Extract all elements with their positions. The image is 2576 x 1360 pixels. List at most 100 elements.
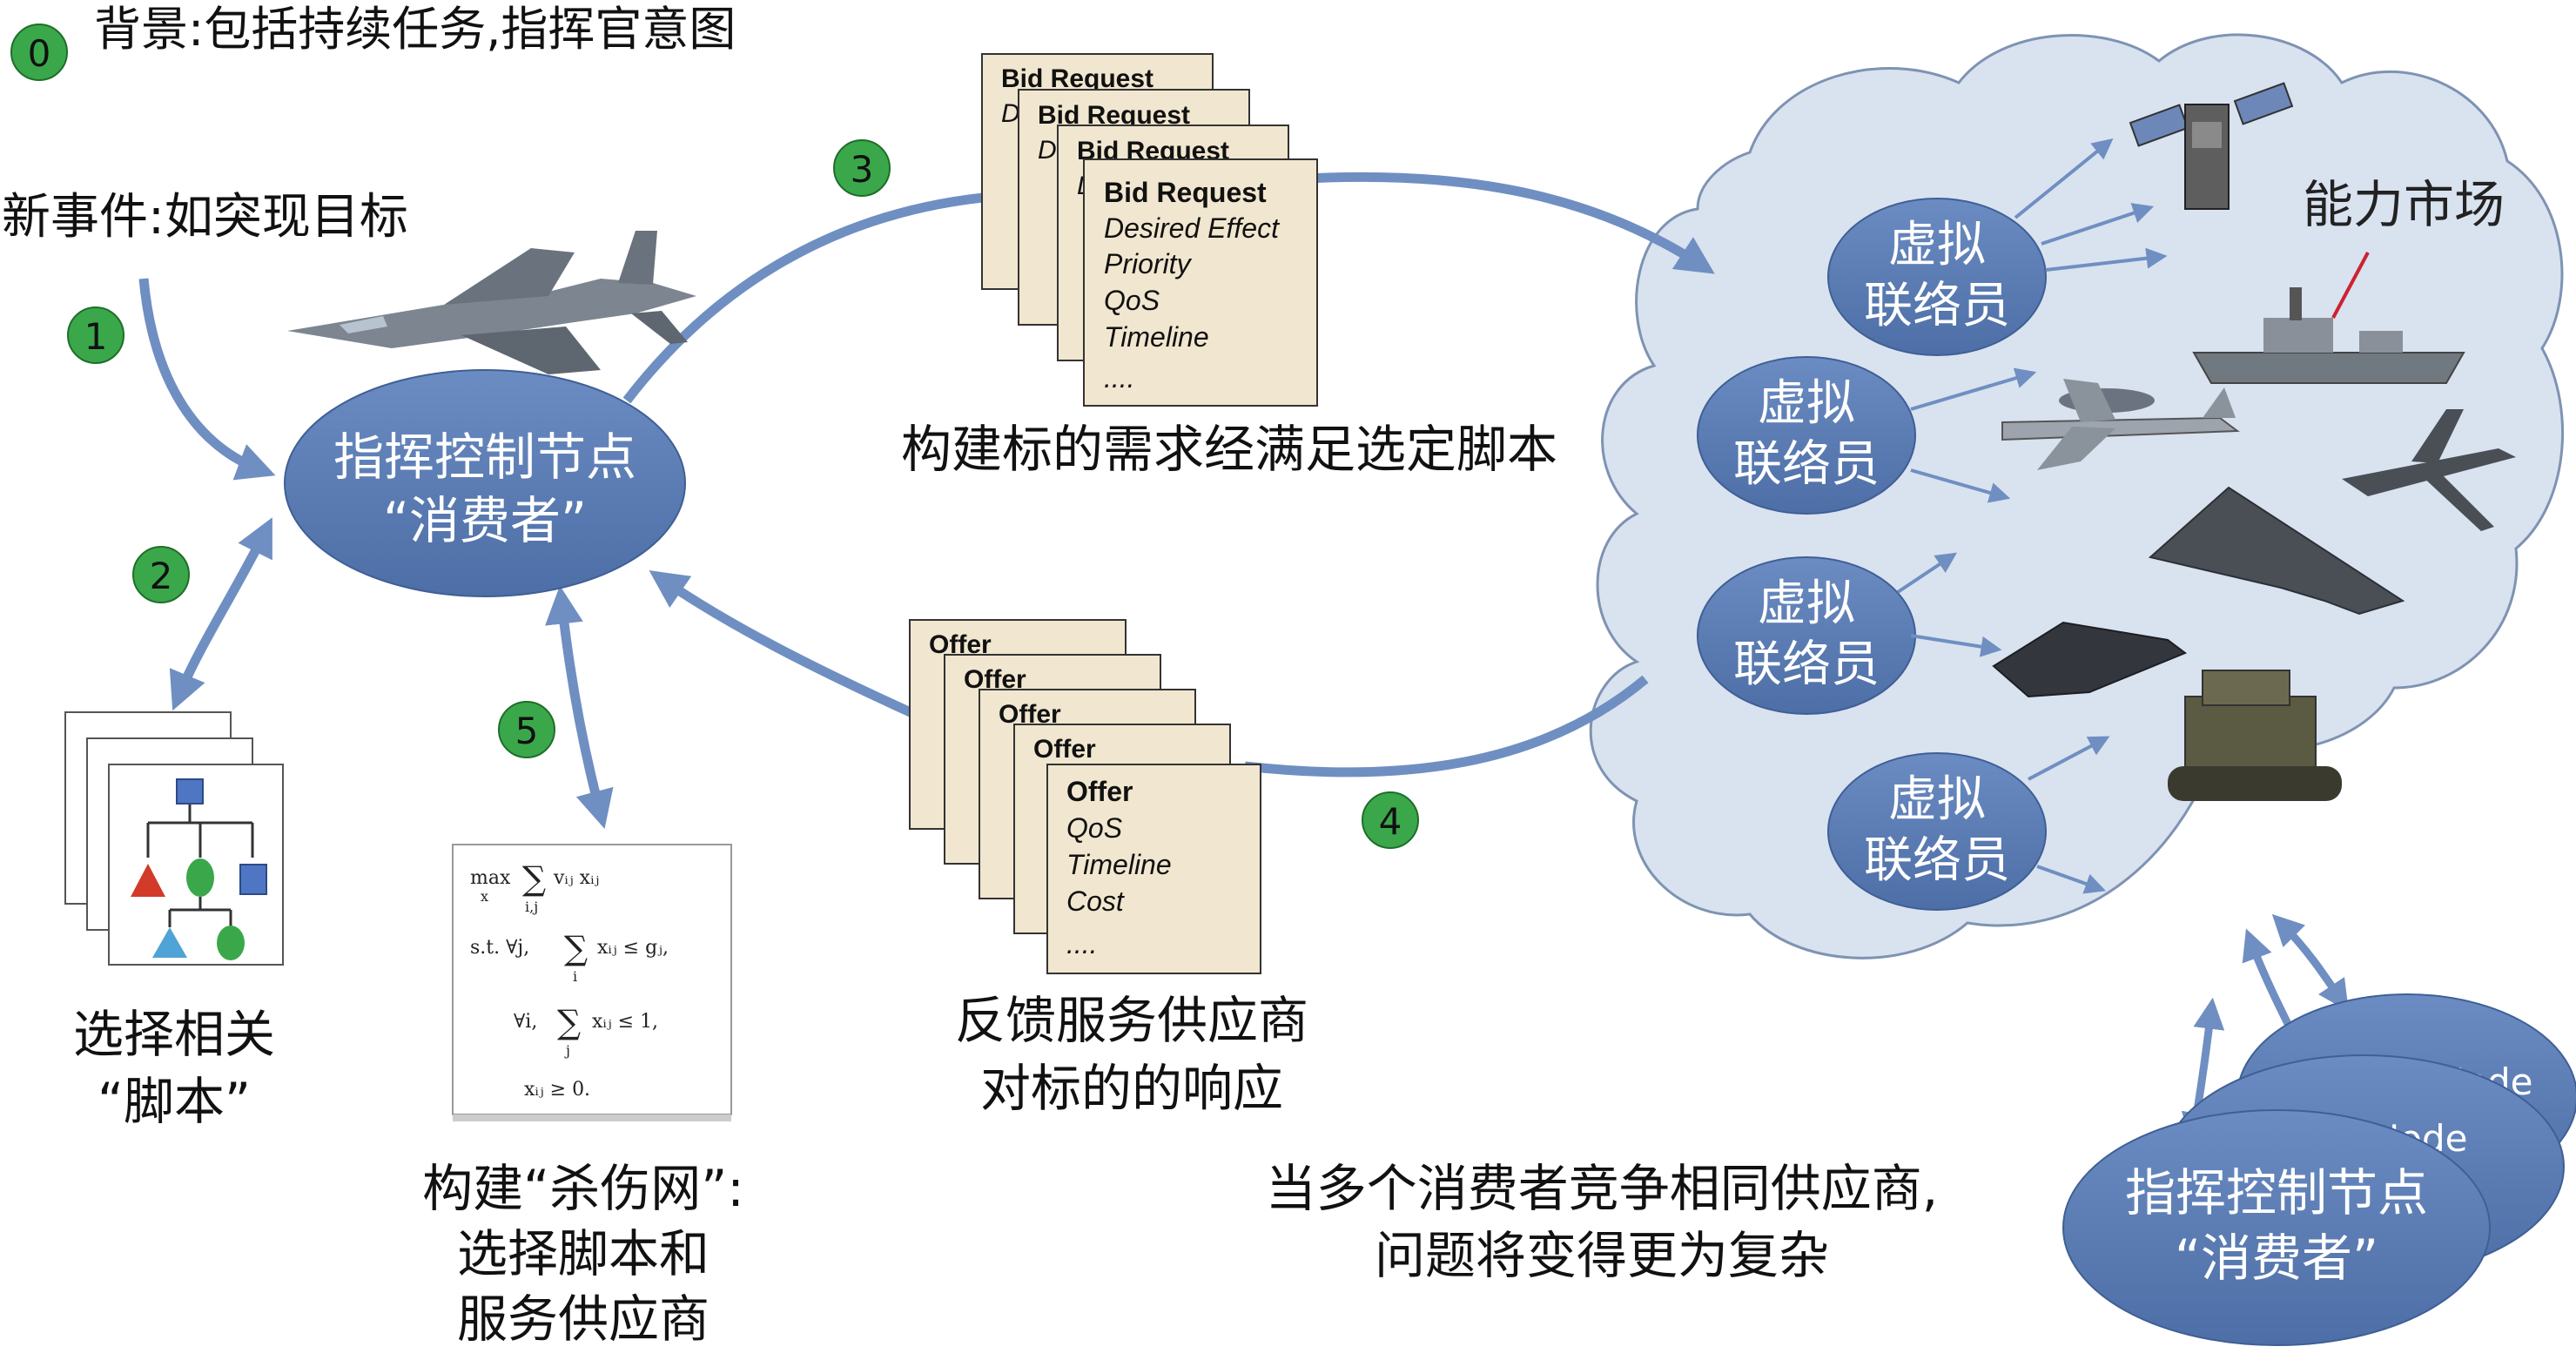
circle-green-icon <box>186 858 214 897</box>
offer-card-title: Offer <box>1066 776 1133 807</box>
arrow-step-5 <box>545 585 614 830</box>
multi-consumer-note-line1: 当多个消费者竞争相同供应商, <box>1266 1159 1938 1218</box>
bid-card-item-priority: Priority <box>1104 248 1193 279</box>
new-event-label: 新事件:如突现目标 <box>2 189 408 246</box>
broker-4-line1: 虚拟 <box>1888 771 1986 828</box>
step-badge-0 <box>10 24 68 81</box>
offer-card-item-timeline: Timeline <box>1066 849 1172 880</box>
step-badge-3: 3 <box>833 139 891 197</box>
math-row1-op: max <box>470 867 511 889</box>
arrow-step-4 <box>1244 675 1649 778</box>
select-scripts-line1: 选择相关 <box>73 1005 275 1064</box>
arrow-step-2 <box>169 517 272 711</box>
virtual-broker-4[interactable]: 虚拟 联络员 <box>1827 752 2047 911</box>
broker-links <box>1896 138 2168 894</box>
math-row2-term: xᵢⱼ ≤ gⱼ, <box>597 937 669 959</box>
c2-consumer-node[interactable]: 指挥控制节点 “消费者” <box>284 369 686 597</box>
arrow-step-1 <box>138 278 276 481</box>
fighter-jet-icon <box>287 231 696 374</box>
broker-1-line2: 联络员 <box>1864 278 2010 334</box>
offer-card-item-more: .... <box>1066 928 1098 959</box>
bid-card-item-more: .... <box>1104 362 1135 394</box>
satellite-icon <box>2129 82 2294 210</box>
optimization-formula-card: max x ∑ i,j vᵢⱼ xᵢⱼ s.t. ∀j, ∑ i xᵢⱼ ≤ g… <box>452 844 732 1121</box>
math-row1-sumsub: i,j <box>525 899 538 915</box>
script-tree-card <box>108 764 284 966</box>
select-scripts-line2: “脚本” <box>98 1072 251 1131</box>
math-row3-sum: ∑ <box>557 1003 581 1041</box>
broker-2-line1: 虚拟 <box>1758 375 1855 432</box>
offer-caption-line1: 反馈服务供应商 <box>955 991 1308 1050</box>
step-badge-0-label: 0 <box>28 32 51 75</box>
c2-consumer-2-line2: “消费者” <box>2175 1229 2378 1288</box>
triangle-red-icon <box>131 864 165 897</box>
background-label: 背景:包括持续任务,指挥官意图 <box>94 2 736 57</box>
math-row3-term: xᵢⱼ ≤ 1, <box>592 1011 658 1033</box>
math-row2-prefix: s.t. ∀j, <box>470 937 529 959</box>
step-badge-5: 5 <box>498 701 555 758</box>
math-row2-sum: ∑ <box>564 929 588 967</box>
awacs-aircraft-icon <box>2001 379 2240 470</box>
script-cards <box>64 711 284 966</box>
kill-web-line1: 构建“杀伤网”: <box>422 1159 744 1218</box>
step-badge-1-label: 1 <box>84 315 108 358</box>
math-row1-sum: ∑ <box>522 859 546 898</box>
offer-card-item-qos: QoS <box>1066 812 1122 844</box>
virtual-broker-2[interactable]: 虚拟 联络员 <box>1697 356 1916 515</box>
triangle-blue-icon <box>152 927 187 958</box>
virtual-broker-3[interactable]: 虚拟 联络员 <box>1697 556 1916 715</box>
broker-3-line1: 虚拟 <box>1758 576 1855 632</box>
broker-4-line2: 联络员 <box>1864 832 2010 889</box>
broker-3-line2: 联络员 <box>1733 636 1880 693</box>
kill-web-line3: 服务供应商 <box>457 1289 710 1349</box>
offer-card-item-cost: Cost <box>1066 885 1125 917</box>
multi-consumer-note-line2: 问题将变得更为复杂 <box>1375 1226 1829 1285</box>
broker-2-line2: 联络员 <box>1733 436 1880 493</box>
step-badge-3-label: 3 <box>851 148 874 191</box>
bid-card-item-timeline: Timeline <box>1104 321 1209 353</box>
circle-green-icon-2 <box>217 926 245 960</box>
bid-card-back3-title: Bid Request <box>1001 64 1153 93</box>
bid-request-stack: Bid Request Desired Effect Bid Request D… <box>981 53 1318 407</box>
arrow-step-3-right <box>1305 172 1715 274</box>
bid-caption: 构建标的需求经满足选定脚本 <box>901 420 1557 479</box>
bid-request-card-front: Bid Request Desired Effect Priority QoS … <box>1083 158 1318 407</box>
drone-icon <box>2342 409 2516 531</box>
c2-consumer-line1: 指挥控制节点 <box>333 428 636 487</box>
bid-card-title: Bid Request <box>1104 177 1267 208</box>
bid-card-item-desired-effect: Desired Effect <box>1104 212 1280 244</box>
arrow-multi-c <box>2271 913 2349 1012</box>
warship-icon <box>2192 252 2465 384</box>
math-row1-sub: x <box>481 888 488 905</box>
c2-consumer-2-line1: 指挥控制节点 <box>2125 1163 2428 1222</box>
step-badge-4: 4 <box>1362 791 1419 849</box>
math-row3-prefix: ∀i, <box>514 1011 537 1033</box>
offer-back1-title: Offer <box>1033 735 1096 764</box>
step-badge-4-label: 4 <box>1379 800 1402 843</box>
offer-caption-line2: 对标的的响应 <box>980 1059 1283 1118</box>
step-badge-2-label: 2 <box>150 555 173 597</box>
math-row2-sumsub: i <box>573 968 577 985</box>
step-badge-1: 1 <box>67 306 124 364</box>
kill-web-line2: 选择脚本和 <box>457 1224 710 1283</box>
c2-consumer-node-2[interactable]: 指挥控制节点 “消费者” <box>2062 1109 2491 1346</box>
market-label: 能力市场 <box>2303 175 2505 234</box>
c2-consumer-line2: “消费者” <box>383 491 587 550</box>
math-row3-sumsub: j <box>564 1042 570 1059</box>
offer-stack: Offer Offer Offer Offer Offer QoS Timeli… <box>909 619 1261 974</box>
broker-1-line1: 虚拟 <box>1888 217 1986 273</box>
rocket-launcher-vehicle-icon <box>2168 670 2342 801</box>
step-badge-2: 2 <box>132 546 190 603</box>
stealth-bomber-icon <box>2148 486 2405 616</box>
background-item: 0 背景:包括持续任务,指挥官意图 <box>10 2 736 81</box>
math-row4-term: xᵢⱼ ≥ 0. <box>524 1079 590 1101</box>
offer-card-front: Offer QoS Timeline Cost .... <box>1046 764 1261 974</box>
math-row1-term: vᵢⱼ xᵢⱼ <box>553 867 599 889</box>
bid-card-item-qos: QoS <box>1104 285 1160 316</box>
arrow-step-3 <box>622 191 1002 404</box>
virtual-broker-1[interactable]: 虚拟 联络员 <box>1827 198 2047 356</box>
step-badge-5-label: 5 <box>515 710 539 752</box>
stealth-fighter-icon <box>1992 621 2188 698</box>
arrow-step-4-left <box>649 570 917 719</box>
